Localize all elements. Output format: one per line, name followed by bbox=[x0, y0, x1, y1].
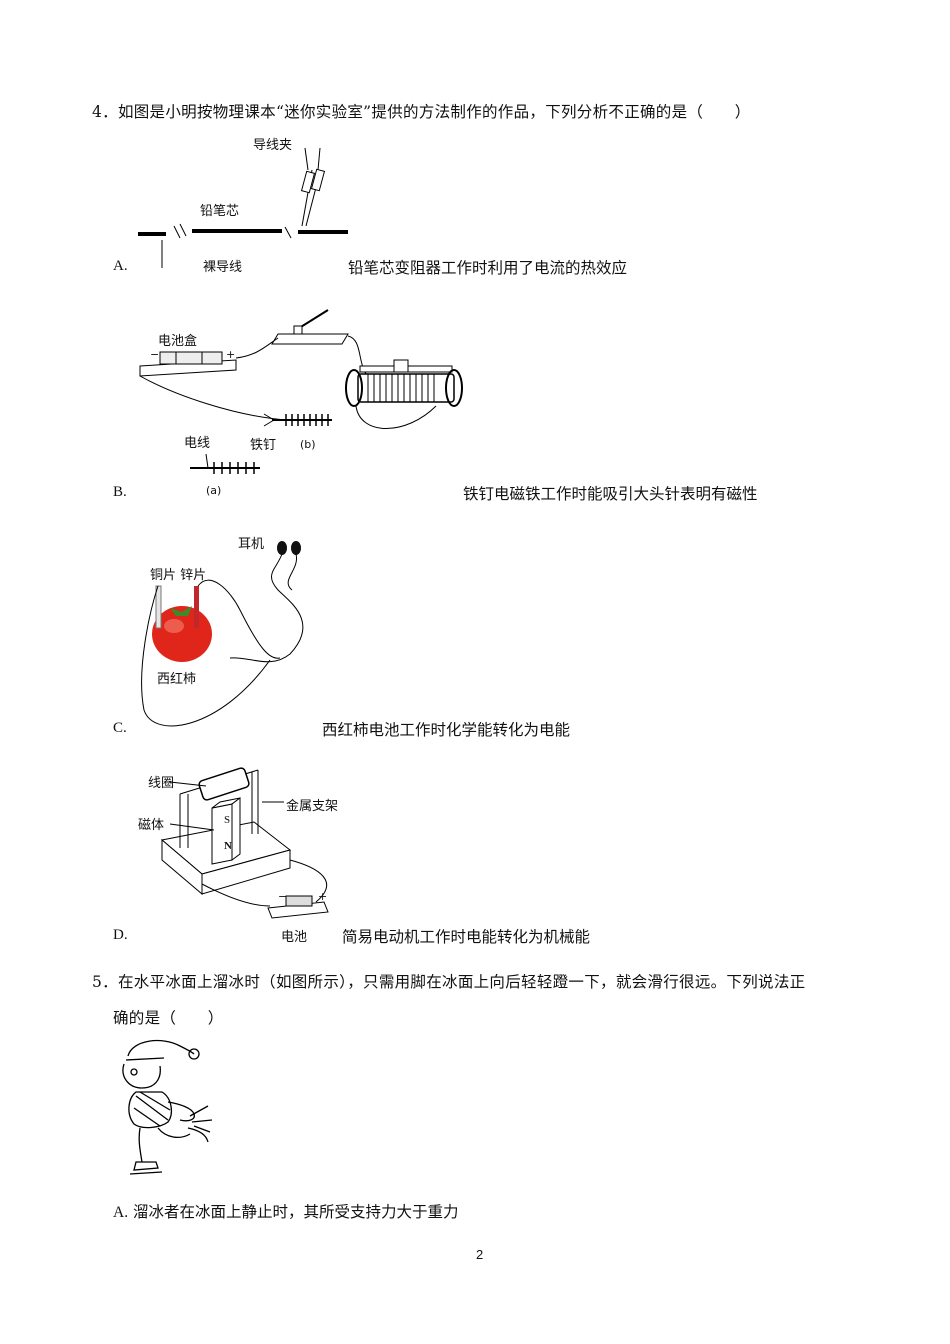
electromagnet-circuit-figure bbox=[139, 309, 463, 474]
q5-option-a-text: 溜冰者在冰面上静止时，其所受支持力大于重力 bbox=[133, 1203, 459, 1221]
ice-skater-figure bbox=[122, 1039, 213, 1175]
option-c-text: 西红柿电池工作时化学能转化为电能 bbox=[322, 721, 571, 739]
label-wire-clip: 导线夹 bbox=[253, 138, 293, 153]
question-4-stem: 4．如图是小明按物理课本“迷你实验室”提供的方法制作的作品，下列分析不正确的是（… bbox=[92, 103, 751, 121]
label-earphone: 耳机 bbox=[238, 537, 265, 552]
label-magnet: 磁体 bbox=[138, 818, 165, 833]
option-b-letter: B. bbox=[113, 484, 127, 500]
q5-option-a-letter: A. bbox=[113, 1204, 129, 1221]
label-minus: − bbox=[150, 348, 160, 361]
simple-motor-figure bbox=[160, 767, 329, 919]
option-d-letter: D. bbox=[113, 927, 128, 943]
label-iron-nail: 铁钉 bbox=[250, 438, 277, 453]
label-pencil-lead: 铅笔芯 bbox=[200, 204, 240, 219]
page-number: 2 bbox=[476, 1247, 484, 1262]
option-a-letter: A. bbox=[113, 258, 128, 274]
label-north-pole: N bbox=[224, 840, 232, 852]
option-b-text: 铁钉电磁铁工作时能吸引大头针表明有磁性 bbox=[463, 485, 758, 503]
q5-option-a: A. 溜冰者在冰面上静止时，其所受支持力大于重力 bbox=[113, 1200, 459, 1222]
label-copper-zinc-plates: 铜片 锌片 bbox=[150, 568, 207, 583]
label-coil: 线圈 bbox=[148, 776, 175, 791]
pencil-lead-rheostat-figure bbox=[138, 147, 348, 268]
label-plus-d: + bbox=[318, 890, 328, 903]
label-figure-b: (b) bbox=[300, 438, 316, 451]
option-c-letter: C. bbox=[113, 720, 127, 736]
label-battery-box: 电池盒 bbox=[158, 334, 198, 349]
option-a-text: 铅笔芯变阻器工作时利用了电流的热效应 bbox=[348, 259, 628, 277]
label-south-pole: S bbox=[224, 814, 231, 826]
label-plus: + bbox=[226, 348, 236, 361]
label-electric-wire: 电线 bbox=[184, 436, 211, 451]
label-minus-d: − bbox=[278, 890, 288, 903]
label-metal-frame: 金属支架 bbox=[286, 799, 339, 814]
question-5-stem-line-1: 5．在水平冰面上溜冰时（如图所示），只需用脚在冰面上向后轻轻蹬一下，就会滑行很远… bbox=[92, 973, 806, 991]
label-figure-a: (a) bbox=[206, 484, 222, 497]
question-5-stem-line-2: 确的是（ ） bbox=[113, 1009, 224, 1027]
tomato-battery-figure bbox=[141, 541, 304, 727]
label-bare-wire: 裸导线 bbox=[203, 260, 243, 275]
label-battery: 电池 bbox=[281, 930, 308, 945]
label-tomato: 西红柿 bbox=[157, 672, 197, 687]
option-d-text: 简易电动机工作时电能转化为机械能 bbox=[342, 928, 591, 946]
